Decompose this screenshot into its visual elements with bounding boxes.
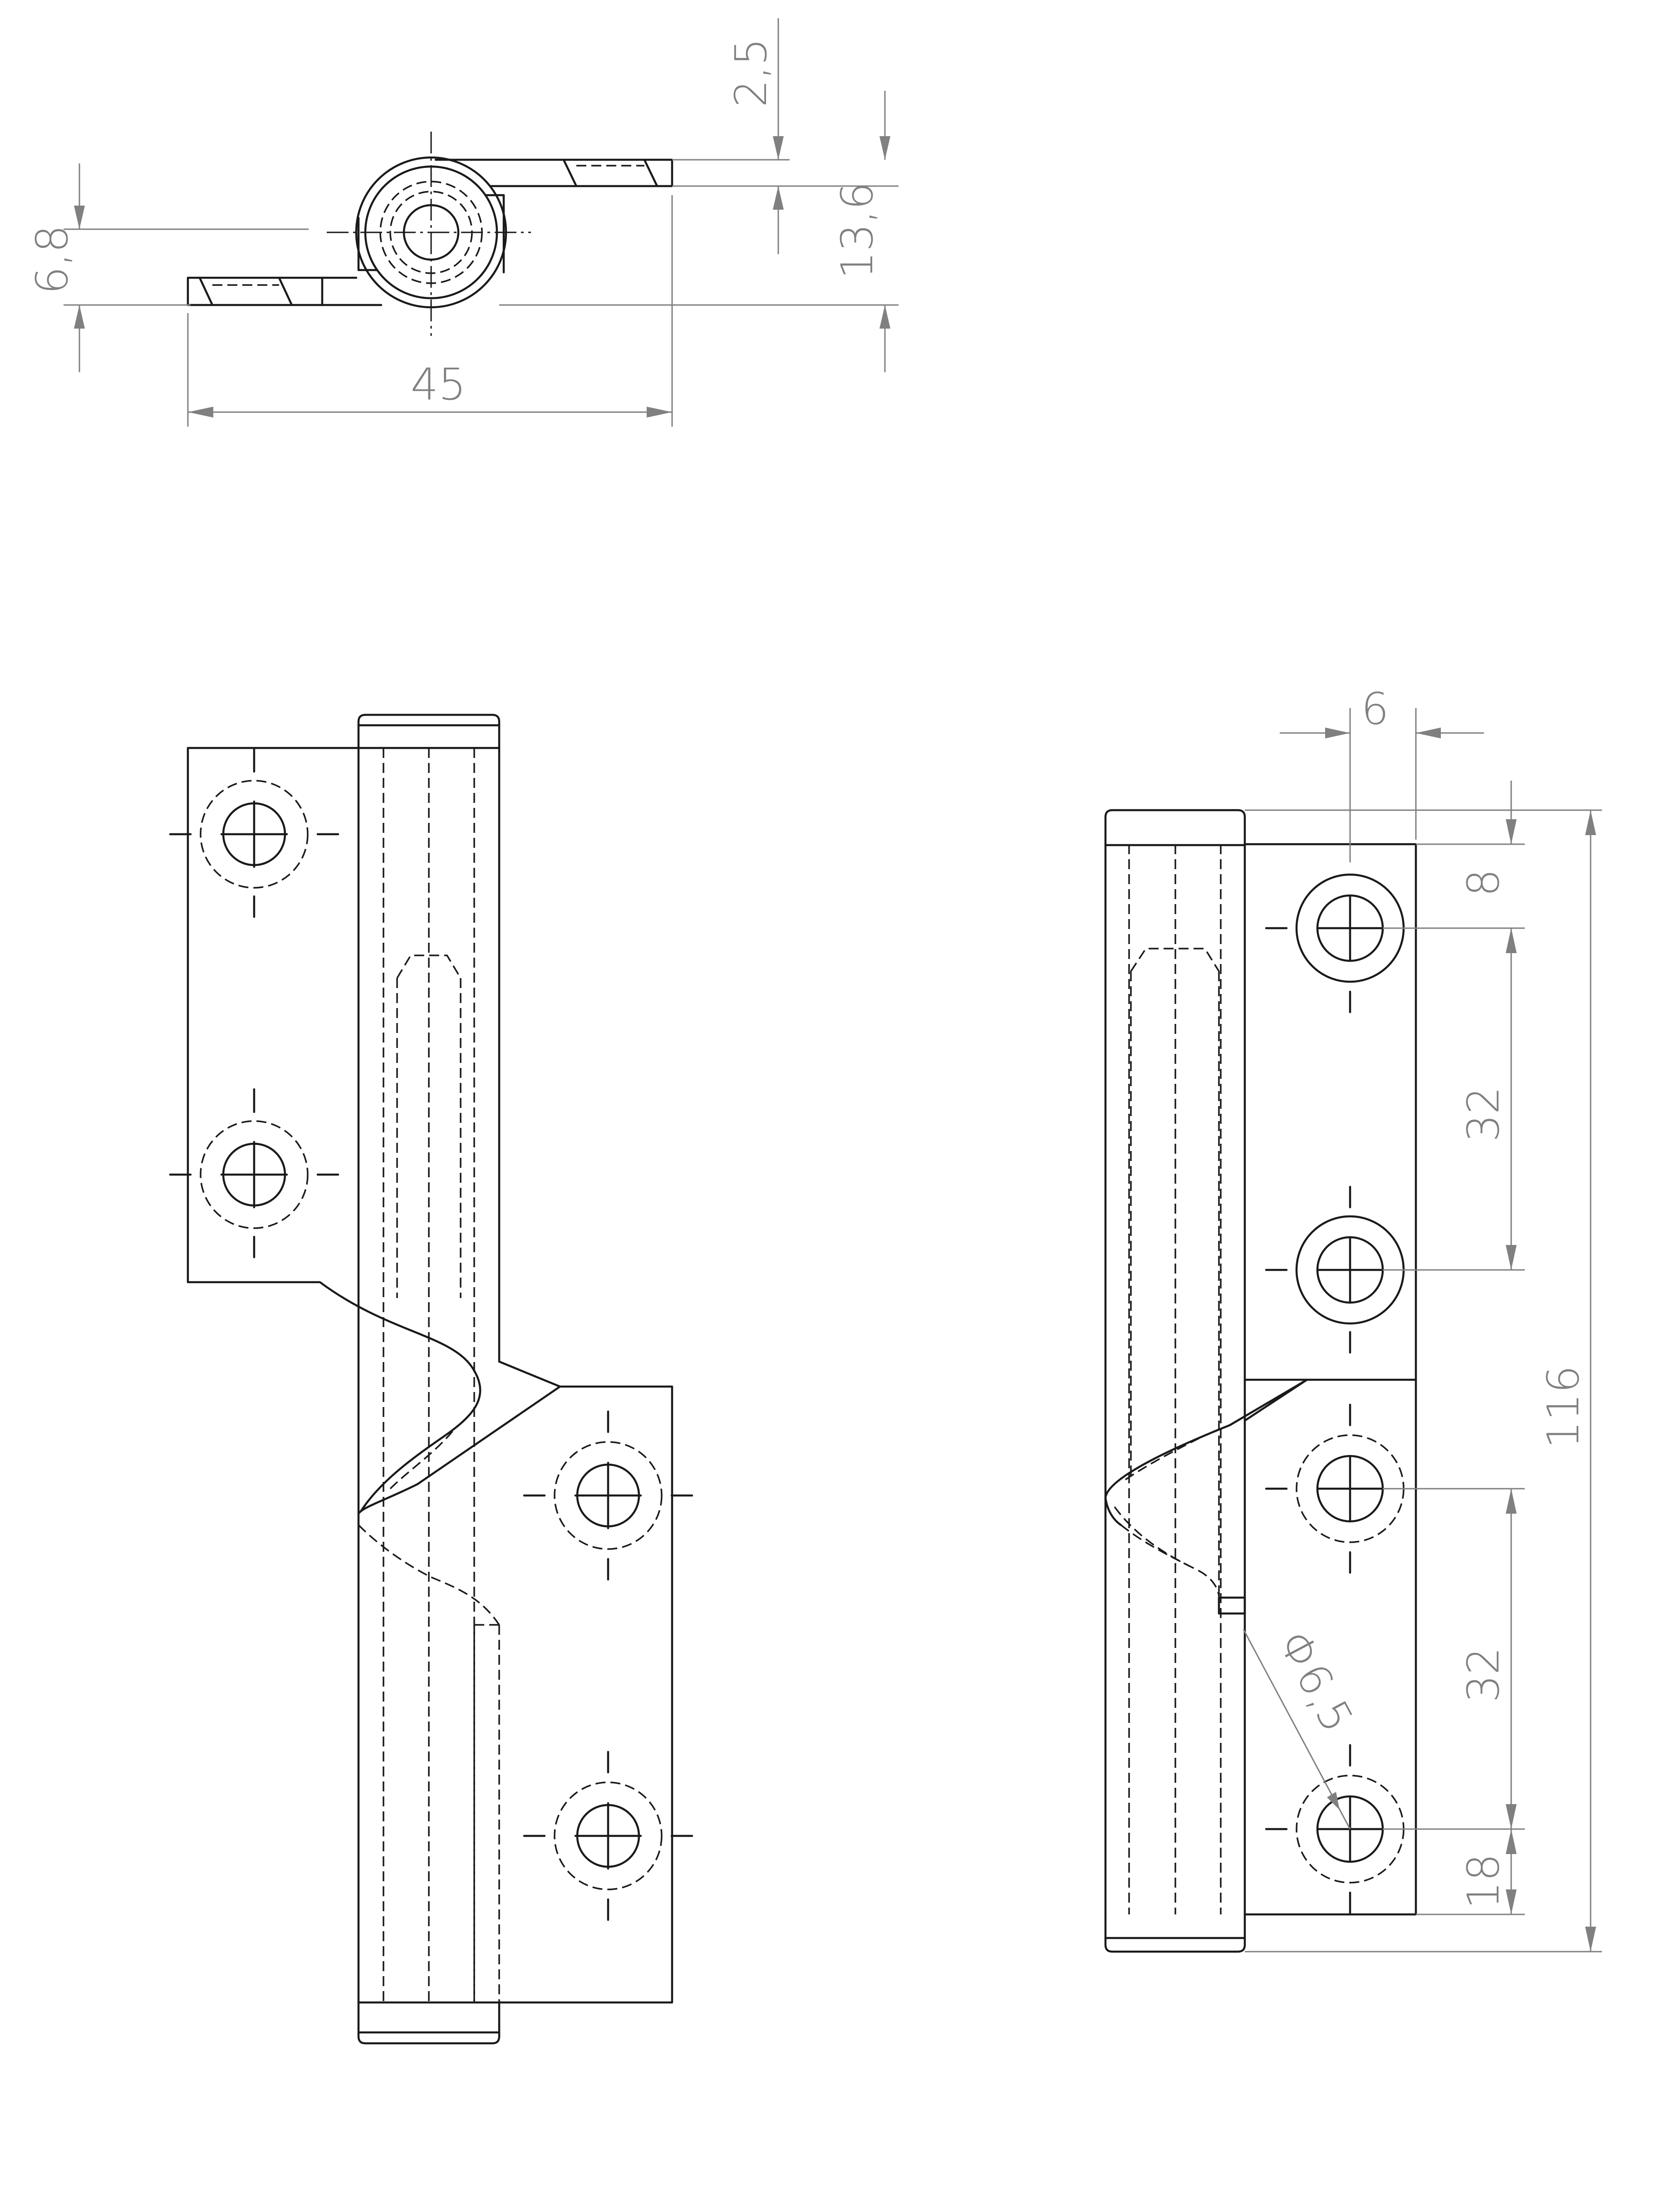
front-view — [169, 713, 693, 2045]
side-view: 6 8 32 116 32 18 Φ6,5 — [1104, 684, 1602, 1953]
dim-label-32-lower: 32 — [1458, 1647, 1509, 1702]
dim-label-2-5: 2,5 — [726, 38, 776, 108]
dim-label-32-upper: 32 — [1458, 1087, 1509, 1142]
side-view-hole-1 — [1265, 873, 1405, 1013]
dim-label-18: 18 — [1458, 1854, 1509, 1909]
front-view-lower-leaf — [357, 1360, 673, 2004]
front-view-bottom-pin — [357, 2001, 501, 2045]
top-view: 2,5 13,6 6,8 45 — [27, 18, 899, 427]
front-view-upper-leaf — [187, 747, 481, 1513]
side-view-top-pin — [1104, 809, 1246, 846]
side-view-dimensions — [1243, 708, 1602, 1953]
top-view-dimensions — [64, 18, 899, 427]
top-view-upper-leaf — [434, 158, 673, 187]
dim-label-hole-diameter: Φ6,5 — [1268, 1622, 1363, 1740]
dim-label-8: 8 — [1458, 869, 1509, 896]
dim-label-13-6: 13,6 — [832, 182, 883, 279]
front-view-hole-4 — [523, 1751, 693, 1921]
front-view-hole-1 — [169, 748, 339, 918]
side-view-bottom-pin — [1104, 1913, 1246, 1953]
front-view-top-pin — [357, 713, 501, 749]
front-view-hole-2 — [169, 1088, 339, 1259]
dim-label-6-8: 6,8 — [27, 225, 78, 295]
side-view-leaf — [1243, 843, 1417, 1916]
dim-label-6: 6 — [1361, 684, 1389, 734]
top-view-lower-leaf — [187, 276, 383, 306]
dim-label-116: 116 — [1538, 1365, 1589, 1448]
dim-label-45: 45 — [411, 359, 466, 410]
front-view-hole-3 — [523, 1410, 693, 1581]
